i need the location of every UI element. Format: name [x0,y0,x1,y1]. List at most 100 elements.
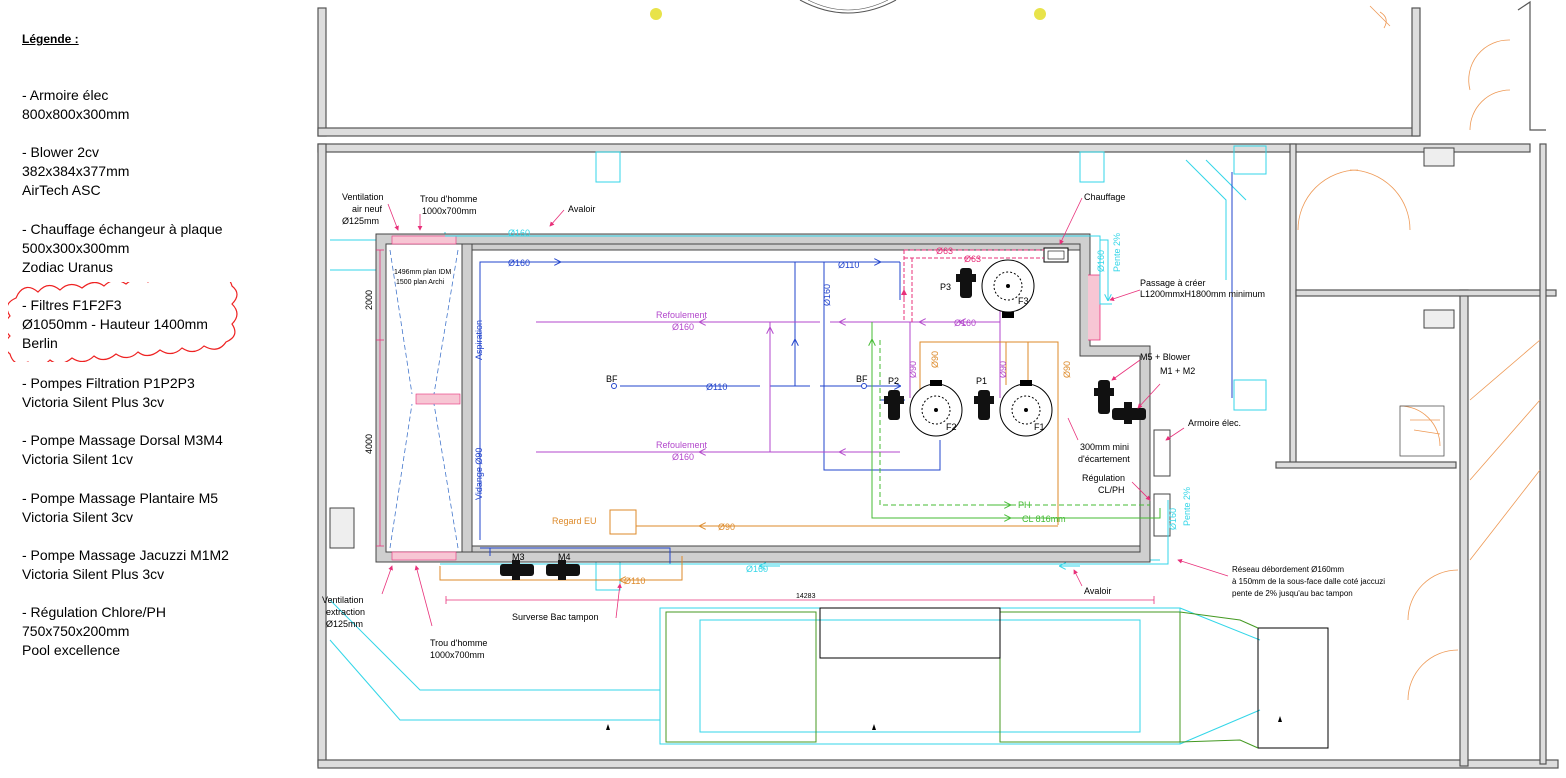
label-d160-inner: Ø160 [508,258,530,268]
purple-pipes [536,306,1001,452]
pink-pipes [901,249,1044,322]
label-armoire: Armoire élec. [1188,418,1241,428]
label-d90-right: Ø90 [1062,361,1072,378]
label-dim-2000: 2000 [364,290,374,310]
label-d110-mid: Ø110 [706,382,727,392]
technical-room [329,147,1455,563]
label-trou-homme-top-1: Trou d'homme [420,194,477,204]
label-m5-blower: M5 + Blower [1140,352,1190,362]
light-marker-icon [1034,8,1046,20]
label-f3: F3 [1018,296,1029,306]
label-d63-b: Ø63 [964,254,981,264]
label-ventilation-neuf-1: Ventilation [342,192,384,202]
green-pipes [872,322,1161,518]
pump-p1-icon [974,390,994,420]
dimension-lines [376,249,1155,604]
label-d160-right-bottom: Ø160 [1168,508,1178,530]
filter-f2 [909,380,963,437]
label-trou-homme-bottom-2: 1000x700mm [430,650,485,660]
label-d160-purple: Ø160 [954,318,976,328]
regard-eu-box [609,509,637,535]
marker-icon [606,724,610,730]
marker-icon [1278,716,1282,722]
label-reseau-3: pente de 2% jusqu'au bac tampon [1232,589,1353,598]
label-d160-bottom: Ø160 [746,564,768,574]
label-refoulement-bottom-1: Refoulement [656,440,708,450]
label-d90-p1: Ø90 [998,361,1008,378]
label-vidange: Vidange Ø90 [474,448,484,500]
label-d160-top: Ø160 [508,228,530,238]
light-marker-icon [650,8,662,20]
label-d63-a: Ø63 [936,246,953,256]
label-bf-left: BF [606,374,618,384]
label-dim-4000: 4000 [364,434,374,454]
label-chauffage: Chauffage [1084,192,1125,202]
bf-left-icon [611,383,617,389]
label-trou-homme-bottom-1: Trou d'homme [430,638,487,648]
green-ducting [665,607,1329,749]
label-p3: P3 [940,282,951,292]
label-f2: F2 [946,422,957,432]
pump-m3-icon [500,560,534,580]
label-ventilation-extraction-2: extraction [326,607,365,617]
label-p2: P2 [888,376,899,386]
revision-cloud-icon [8,282,238,362]
label-ecartement-2: d'écartement [1078,454,1130,464]
pump-p3-icon [956,268,976,298]
legend-title: Légende : [22,32,79,46]
label-f1: F1 [1034,422,1045,432]
top-arc [799,0,897,14]
pump-m5-icon [1094,380,1114,414]
label-idm-2: 1500 plan Archi [396,279,445,286]
label-reseau-1: Réseau débordement Ø160mm [1232,565,1344,574]
pump-m4-icon [546,560,580,580]
label-d160-right-top: Ø160 [1096,250,1106,272]
label-aspiration: Aspiration [474,320,484,360]
blue-pipes [479,172,1233,564]
label-d160-vertical: Ø160 [822,284,832,306]
label-passage-1: Passage à créer [1140,278,1206,288]
door-arcs [1297,5,1541,701]
label-pente-bottom: Pente 2% [1182,487,1192,526]
label-d110-bottom: Ø110 [624,576,645,586]
label-avaloir-top: Avaloir [568,204,595,214]
label-regard: Regard EU [552,516,597,526]
label-m1-m2: M1 + M2 [1160,366,1195,376]
label-refoulement-bottom-2: Ø160 [672,452,694,462]
label-ventilation-extraction-1: Ventilation [322,595,364,605]
label-refoulement-top-2: Ø160 [672,322,694,332]
filter-f1 [999,380,1053,437]
label-ventilation-extraction-3: Ø125mm [326,619,363,629]
leader-lines [381,197,1229,627]
label-passage-2: L1200mmxH1800mm minimum [1140,289,1265,299]
label-idm-1: 1496mm plan IDM [394,269,451,276]
label-dim-14283: 14283 [796,593,816,600]
marker-icon [872,724,876,730]
label-m4: M4 [558,552,571,562]
bf-right-icon [861,383,867,389]
label-ventilation-neuf-2: air neuf [352,204,383,214]
label-regulation-2: CL/PH [1098,485,1125,495]
label-pente-top: Pente 2% [1112,233,1122,272]
label-surverse: Surverse Bac tampon [512,612,599,622]
filter-f3 [981,259,1035,318]
label-m3: M3 [512,552,525,562]
label-reseau-2: à 150mm de la sous-face dalle coté jaccu… [1232,577,1385,586]
label-ventilation-neuf-3: Ø125mm [342,216,379,226]
building-walls [317,0,1559,769]
label-refoulement-top-1: Refoulement [656,310,708,320]
pump-m1m2-icon [1112,402,1146,424]
label-regulation-1: Régulation [1082,473,1125,483]
label-d110-top: Ø110 [838,260,859,270]
label-ecartement-1: 300mm mini [1080,442,1129,452]
